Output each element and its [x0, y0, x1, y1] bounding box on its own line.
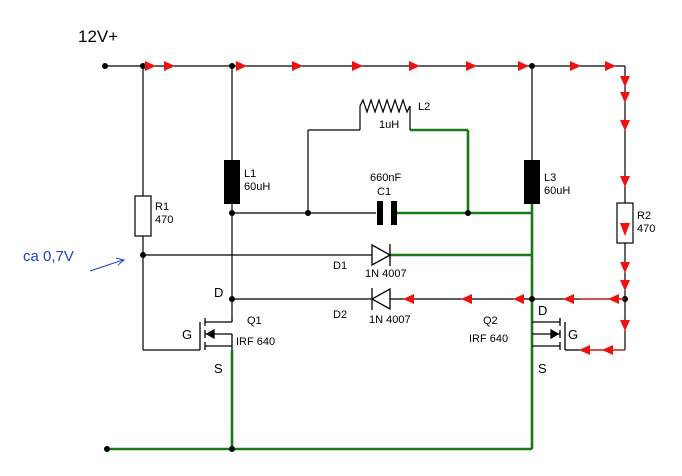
annotation-label: ca 0,7V — [23, 248, 74, 265]
d1-value: 1N 4007 — [365, 268, 407, 280]
green-wires — [107, 128, 534, 451]
diode-d1 — [371, 243, 392, 267]
junctions — [102, 63, 628, 452]
inductor-l3 — [524, 160, 540, 204]
mosfet-q1 — [199, 318, 233, 350]
r1-value: 470 — [155, 214, 173, 226]
d2-name: D2 — [333, 309, 347, 321]
annotation-arrow — [89, 257, 126, 272]
l2-value: 1uH — [379, 119, 399, 131]
inductor-l1 — [224, 160, 240, 204]
q1-source: S — [214, 361, 223, 376]
current-arrows — [145, 61, 630, 355]
d2-value: 1N 4007 — [369, 314, 411, 326]
q2-drain: D — [538, 303, 547, 318]
c1-value: 660nF — [370, 172, 401, 184]
l3-value: 60uH — [544, 185, 570, 197]
q1-value: IRF 640 — [236, 336, 275, 348]
d1-name: D1 — [333, 260, 347, 272]
r2-name: R2 — [637, 210, 651, 222]
q2-name: Q2 — [483, 315, 498, 327]
resistor-r1 — [134, 195, 152, 237]
q1-gate: G — [182, 327, 192, 342]
l3-name: L3 — [544, 172, 556, 184]
capacitor-c1 — [377, 201, 397, 225]
q1-drain: D — [214, 285, 223, 300]
q2-source: S — [538, 361, 547, 376]
l1-name: L1 — [244, 168, 256, 180]
mosfet-q2 — [532, 318, 575, 351]
r2-value: 470 — [637, 223, 655, 235]
inductor-l2 — [359, 98, 411, 130]
c1-name: C1 — [377, 186, 391, 198]
q1-name: Q1 — [247, 315, 262, 327]
q2-gate: G — [568, 327, 578, 342]
r1-name: R1 — [155, 201, 169, 213]
supply-label: 12V+ — [78, 27, 118, 46]
diode-d2 — [370, 287, 391, 311]
q2-value: IRF 640 — [469, 333, 508, 345]
l2-name: L2 — [418, 101, 430, 113]
l1-value: 60uH — [244, 181, 270, 193]
